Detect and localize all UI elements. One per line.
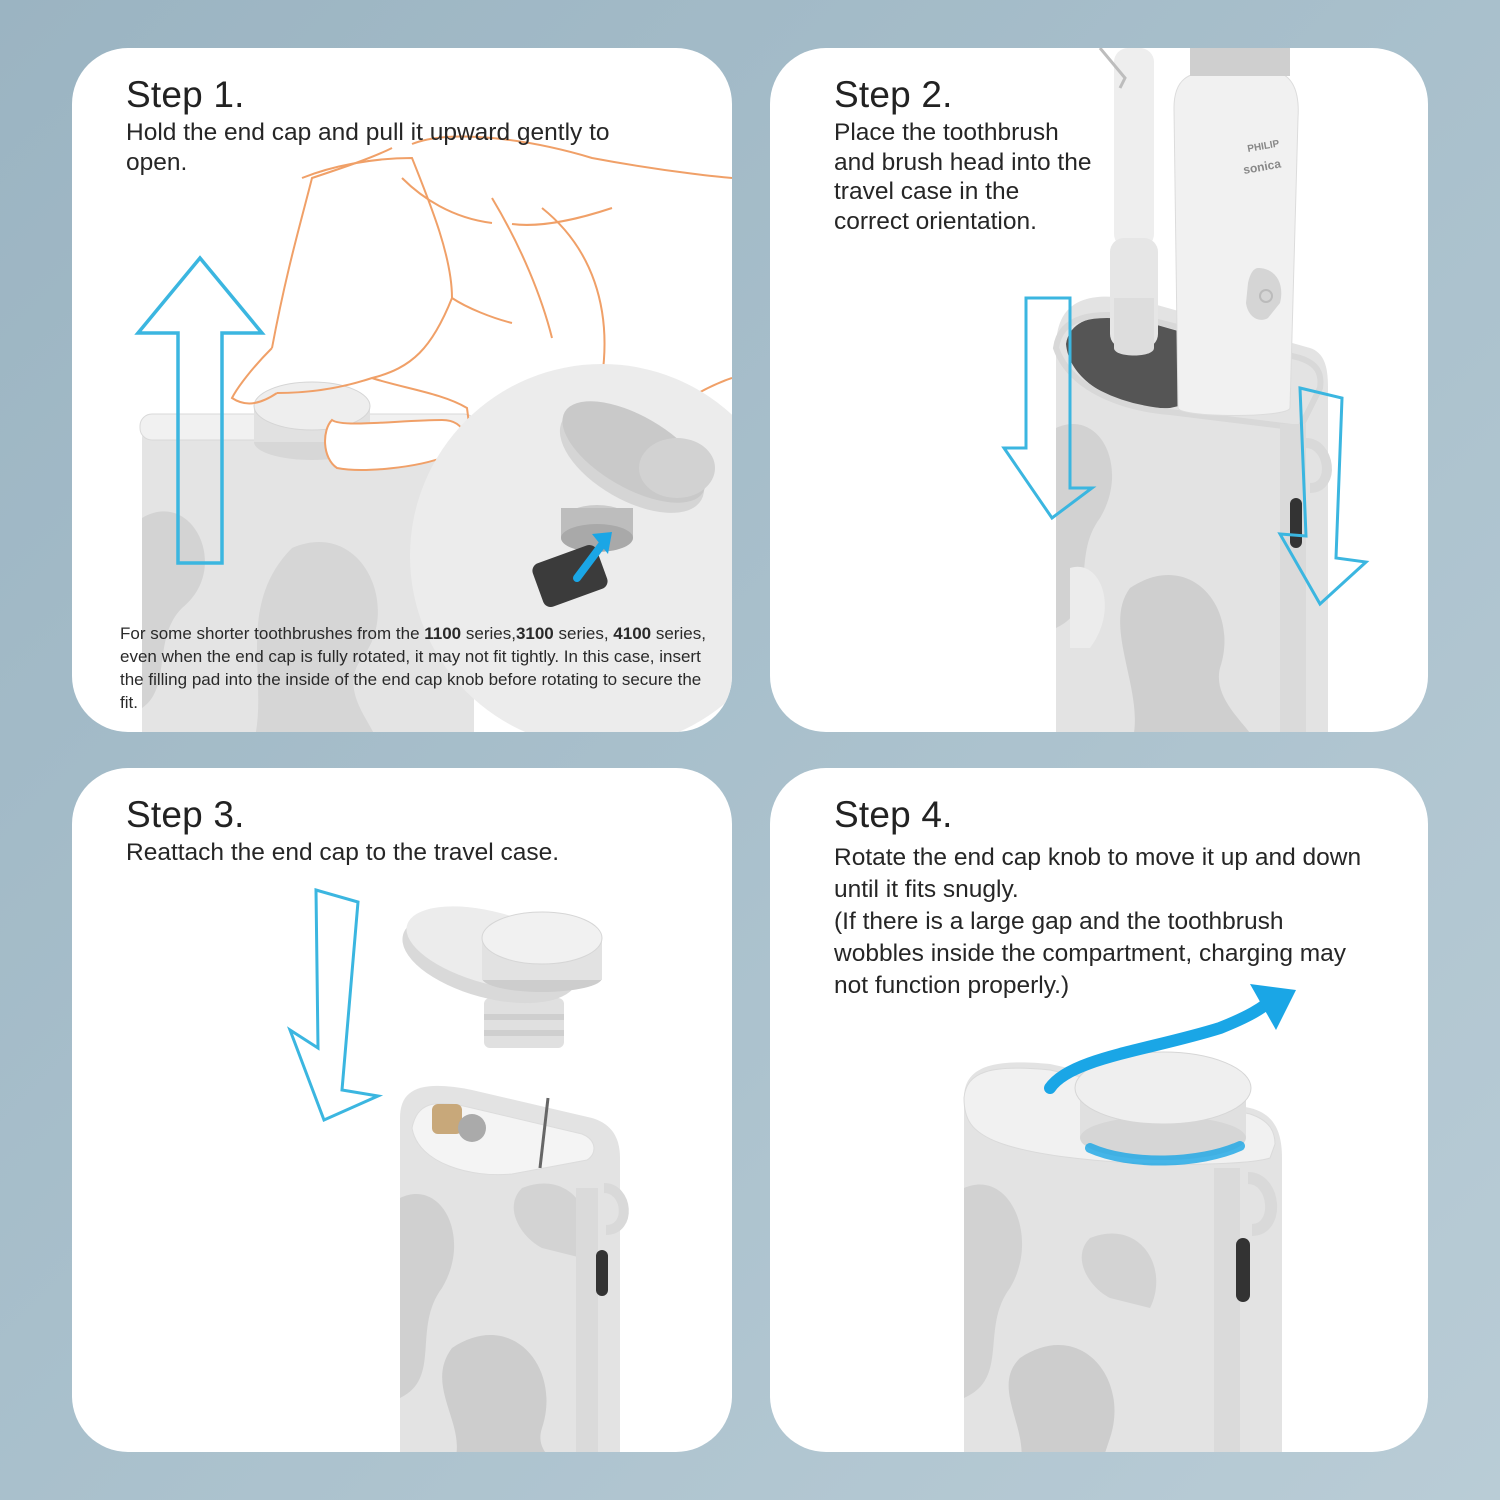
step-1-note: For some shorter toothbrushes from the 1… (120, 622, 720, 714)
note-text: For some shorter toothbrushes from the (120, 624, 425, 643)
step-3-title: Step 3. (126, 794, 245, 835)
step-4-description: Rotate the end cap knob to move it up an… (834, 844, 1362, 903)
step-1-panel: Step 1. Hold the end cap and pull it upw… (72, 48, 732, 732)
down-arrow-icon (1277, 386, 1370, 607)
step-1-illustration (134, 135, 732, 732)
series-4100: 4100 (613, 624, 652, 643)
end-cap (402, 906, 603, 1048)
step-2-title: Step 2. (834, 74, 953, 115)
detail-magnifier (410, 364, 732, 732)
down-arrow-icon (1001, 296, 1097, 521)
note-text: series, (461, 624, 516, 643)
step-4-title: Step 4. (834, 794, 953, 835)
step-2-illustration: PHILIP sonica (1001, 48, 1370, 732)
note-text: series, even when the end cap is fully r… (120, 624, 706, 712)
step-4-description-note: (If there is a large gap and the toothbr… (834, 908, 1347, 999)
step-3-panel: Step 3. Reattach the end cap to the trav… (72, 768, 732, 1452)
step-2-panel: PHILIP sonica Step 2. Place the toothbru… (770, 48, 1428, 732)
rotate-arrow-icon (1044, 984, 1296, 1166)
step-3-illustration (286, 888, 629, 1452)
brush-head (1098, 48, 1158, 356)
step-1-title: Step 1. (126, 74, 245, 115)
end-cap-knob (1074, 1051, 1252, 1160)
step-4-illustration (963, 984, 1296, 1452)
up-arrow-icon (134, 255, 266, 565)
series-1100: 1100 (424, 624, 462, 643)
step-2-description: Place the toothbrush and brush head into… (834, 119, 1092, 235)
down-arrow-icon (286, 888, 384, 1123)
step-3-description: Reattach the end cap to the travel case. (126, 839, 560, 866)
step-4-panel: Step 4. Rotate the end cap knob to move … (770, 768, 1428, 1452)
step-1-description: Hold the end cap and pull it upward gent… (126, 119, 610, 176)
note-text: series, (553, 624, 614, 643)
toothbrush-handle: PHILIP sonica (1173, 48, 1299, 416)
hand-outline (230, 135, 732, 471)
series-3100: 3100 (515, 624, 554, 643)
brand-bottom-text: sonica (1242, 157, 1282, 177)
travel-case (139, 413, 477, 732)
travel-case (400, 1085, 629, 1452)
